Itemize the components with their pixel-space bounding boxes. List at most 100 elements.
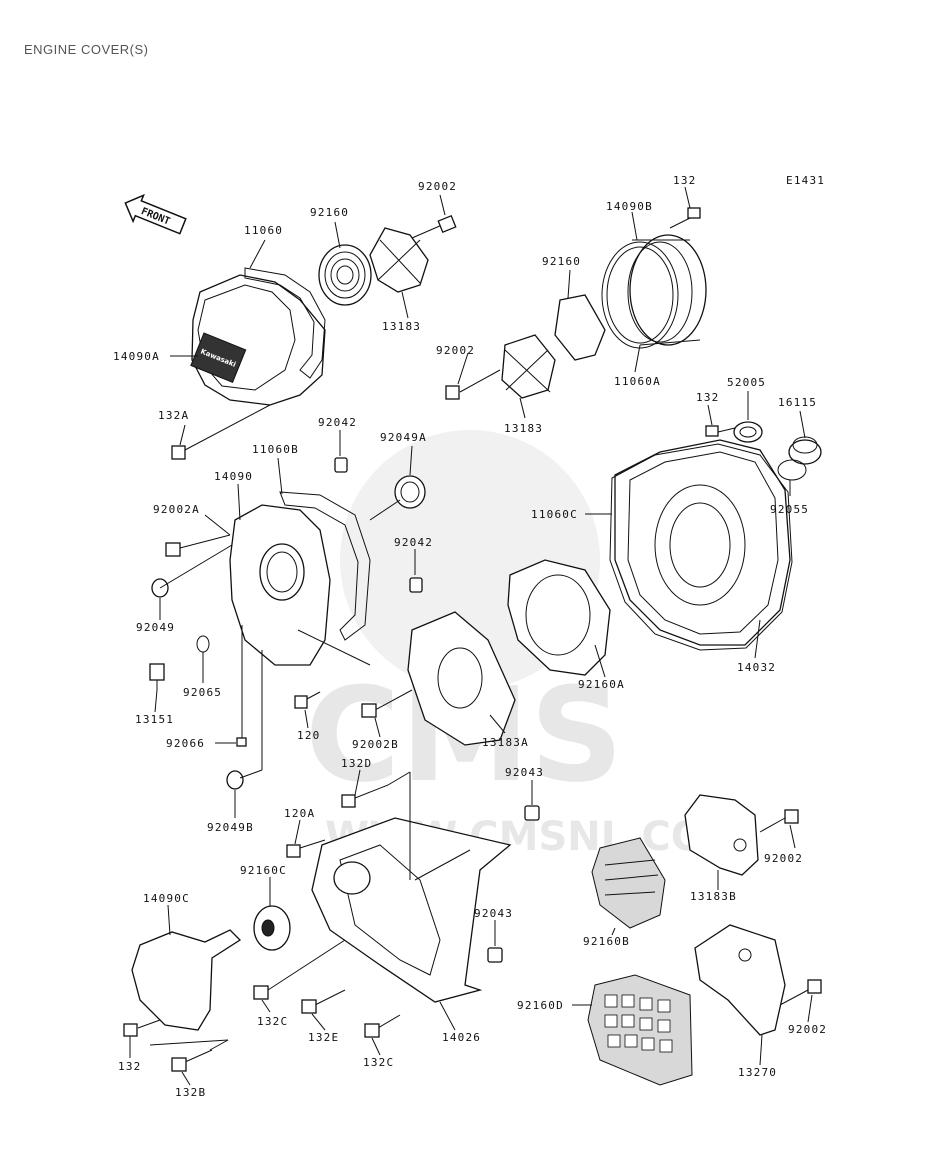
part-13183B-plate [684, 794, 759, 876]
label-92055: 92055 [770, 503, 809, 516]
part-120A-bolt [286, 839, 326, 858]
part-13270-bracket [694, 924, 786, 1036]
label-14026: 14026 [442, 1031, 481, 1044]
part-11060A-gasket [601, 241, 679, 349]
label-92160D: 92160D [517, 999, 564, 1012]
label-13151: 13151 [135, 713, 174, 726]
label-92160-b: 92160 [542, 255, 581, 268]
part-14090C-cover [131, 929, 242, 1031]
part-92160B-rubber [591, 837, 666, 929]
part-14090-cover [229, 504, 331, 666]
part-92160-rubber [554, 294, 606, 361]
page-title: ENGINE COVER(S) [24, 42, 149, 57]
part-120-bolt [294, 691, 321, 709]
label-92049B: 92049B [207, 821, 254, 834]
label-92160B: 92160B [583, 935, 630, 948]
label-14032: 14032 [737, 661, 776, 674]
part-132-bolt [669, 207, 701, 229]
part-92065-washer [196, 635, 210, 653]
label-11060: 11060 [244, 224, 283, 237]
part-132A-bolt [171, 404, 271, 460]
diagram-code: E1431 [786, 174, 825, 187]
part-11060C-gasket [609, 443, 793, 651]
part-14026-cover [311, 817, 512, 1003]
label-92049A: 92049A [380, 431, 427, 444]
part-11060B-gasket [279, 491, 371, 641]
label-52005: 52005 [727, 376, 766, 389]
label-92002B: 92002B [352, 738, 399, 751]
label-92065: 92065 [183, 686, 222, 699]
label-92002-mid: 92002 [436, 344, 475, 357]
label-92160C: 92160C [240, 864, 287, 877]
part-92160A-rubber [507, 559, 611, 676]
label-132C-a: 132C [257, 1015, 288, 1028]
part-132C-bolt-b [364, 1014, 401, 1038]
part-14090B-cover [627, 234, 707, 346]
part-132-bolt-bl [123, 1019, 161, 1037]
part-132E-bolt [301, 989, 346, 1014]
part-52005-seal [733, 421, 763, 443]
part-92002-bolt-r1 [759, 809, 799, 833]
part-92002-bolt-r2 [779, 979, 822, 1006]
front-arrow: FRONT [124, 193, 187, 235]
label-132-r: 132 [696, 391, 719, 404]
part-92043-dowel-b [487, 947, 503, 963]
label-92002A: 92002A [153, 503, 200, 516]
label-16115: 16115 [778, 396, 817, 409]
label-14090A: 14090A [113, 350, 160, 363]
part-92042-dowel-b [409, 577, 423, 593]
label-14090: 14090 [214, 470, 253, 483]
label-13183-b: 13183 [504, 422, 543, 435]
leader-lines [129, 186, 813, 1086]
label-14090C: 14090C [143, 892, 190, 905]
label-92002-r1: 92002 [764, 852, 803, 865]
part-14090A-cover: Kawasaki [190, 274, 326, 406]
label-132C-b: 132C [363, 1056, 394, 1069]
label-92002-r2: 92002 [788, 1023, 827, 1036]
part-132B-bolt [171, 1049, 213, 1072]
label-13183B: 13183B [690, 890, 737, 903]
part-92049B-seal [226, 770, 244, 790]
label-92066: 92066 [166, 737, 205, 750]
label-11060A: 11060A [614, 375, 661, 388]
part-92002B-bolt [361, 689, 413, 718]
part-92043-dowel [524, 805, 540, 821]
part-92002-bolt [411, 214, 457, 239]
label-11060B: 11060B [252, 443, 299, 456]
label-11060C: 11060C [531, 508, 578, 521]
part-13183-plate [369, 227, 429, 293]
label-92043-a: 92043 [505, 766, 544, 779]
label-120: 120 [297, 729, 320, 742]
part-92160-damper [318, 244, 372, 306]
part-11060-gasket [244, 267, 326, 379]
label-13270: 13270 [738, 1066, 777, 1079]
part-13183-plate-mid [501, 334, 556, 399]
label-13183-a: 13183 [382, 320, 421, 333]
part-132D-bolt [341, 784, 389, 808]
label-132-top: 132 [673, 174, 696, 187]
part-92049A-seal [394, 475, 426, 509]
part-14032-cover [614, 439, 791, 646]
label-132-bl: 132 [118, 1060, 141, 1073]
label-92160-a: 92160 [310, 206, 349, 219]
label-120A: 120A [284, 807, 315, 820]
label-92049: 92049 [136, 621, 175, 634]
part-132C-bolt [253, 939, 346, 1000]
label-92002-top: 92002 [418, 180, 457, 193]
label-14090B: 14090B [606, 200, 653, 213]
label-132A: 132A [158, 409, 189, 422]
label-92043-b: 92043 [474, 907, 513, 920]
label-132B: 132B [175, 1086, 206, 1099]
part-13151-switch [149, 663, 165, 690]
part-92042-dowel [334, 457, 348, 473]
label-92042-a: 92042 [318, 416, 357, 429]
label-132D: 132D [341, 757, 372, 770]
part-13183A-plate [407, 611, 516, 746]
label-132E: 132E [308, 1031, 339, 1044]
part-132-bolt-right [705, 425, 736, 437]
label-92160A: 92160A [578, 678, 625, 691]
label-92042-b: 92042 [394, 536, 433, 549]
part-labels: 92002 132 14090B 92160 11060 92160 13183… [113, 174, 827, 1099]
part-92066-plug [236, 625, 247, 747]
